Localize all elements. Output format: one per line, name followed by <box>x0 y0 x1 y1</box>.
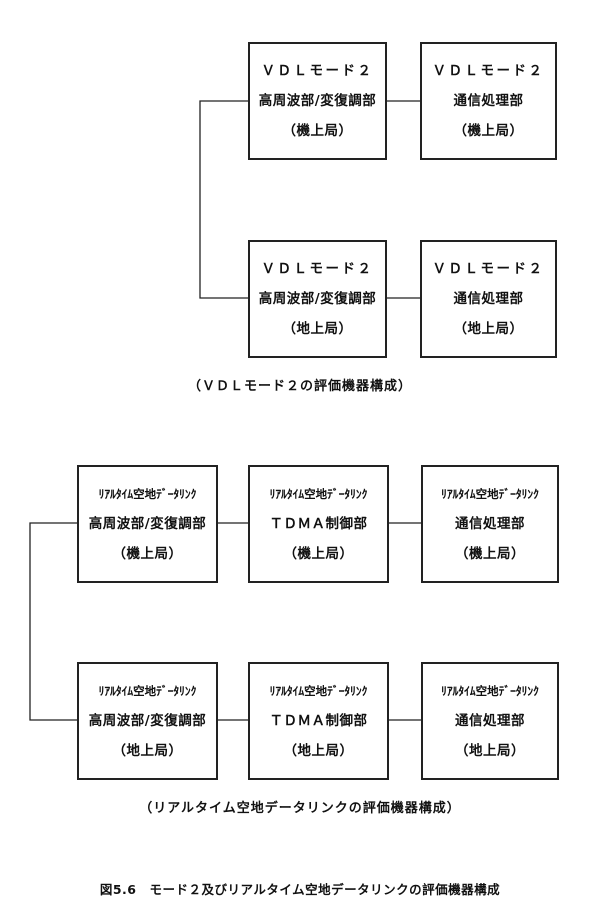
vdl-airborne-rf-box: ＶＤＬモード２ 高周波部/変復調部 （機上局） <box>248 42 387 160</box>
box-unit: 高周波部/変復調部 <box>258 291 377 307</box>
box-title: ﾘｱﾙﾀｲﾑ空地ﾃﾞｰﾀﾘﾝｸ <box>98 684 197 698</box>
link-lower-air-ground <box>29 522 77 721</box>
box-station: （地上局） <box>455 743 525 759</box>
box-unit: 高周波部/変復調部 <box>88 516 207 532</box>
box-unit: 高周波部/変復調部 <box>258 93 377 109</box>
box-station: （地上局） <box>453 321 524 337</box>
box-station: （地上局） <box>112 743 183 759</box>
box-station: （機上局） <box>282 123 353 139</box>
rt-ground-comm-box: ﾘｱﾙﾀｲﾑ空地ﾃﾞｰﾀﾘﾝｸ 通信処理部 （地上局） <box>421 662 559 780</box>
rt-ground-rf-box: ﾘｱﾙﾀｲﾑ空地ﾃﾞｰﾀﾘﾝｸ 高周波部/変復調部 （地上局） <box>77 662 218 780</box>
box-station: （機上局） <box>453 123 524 139</box>
rt-airborne-comm-box: ﾘｱﾙﾀｲﾑ空地ﾃﾞｰﾀﾘﾝｸ 通信処理部 （機上局） <box>421 465 559 583</box>
box-station: （機上局） <box>112 546 183 562</box>
rt-airborne-rf-box: ﾘｱﾙﾀｲﾑ空地ﾃﾞｰﾀﾘﾝｸ 高周波部/変復調部 （機上局） <box>77 465 218 583</box>
box-title: ﾘｱﾙﾀｲﾑ空地ﾃﾞｰﾀﾘﾝｸ <box>441 487 539 501</box>
box-unit: 通信処理部 <box>453 291 524 307</box>
vdl-ground-comm-box: ＶＤＬモード２ 通信処理部 （地上局） <box>420 240 557 358</box>
box-title: ﾘｱﾙﾀｲﾑ空地ﾃﾞｰﾀﾘﾝｸ <box>98 487 197 501</box>
box-unit: 通信処理部 <box>453 93 524 109</box>
box-title: ﾘｱﾙﾀｲﾑ空地ﾃﾞｰﾀﾘﾝｸ <box>441 684 539 698</box>
vdl-ground-rf-box: ＶＤＬモード２ 高周波部/変復調部 （地上局） <box>248 240 387 358</box>
box-unit: ＴＤＭＡ制御部 <box>269 516 368 532</box>
vdl-airborne-comm-box: ＶＤＬモード２ 通信処理部 （機上局） <box>420 42 557 160</box>
box-unit: 高周波部/変復調部 <box>88 713 207 729</box>
rt-ground-tdma-box: ﾘｱﾙﾀｲﾑ空地ﾃﾞｰﾀﾘﾝｸ ＴＤＭＡ制御部 （地上局） <box>248 662 389 780</box>
box-station: （地上局） <box>282 321 353 337</box>
box-station: （機上局） <box>455 546 525 562</box>
box-title: ＶＤＬモード２ <box>261 261 374 277</box>
box-station: （地上局） <box>283 743 354 759</box>
box-title: ＶＤＬモード２ <box>261 63 374 79</box>
box-unit: ＴＤＭＡ制御部 <box>269 713 368 729</box>
box-station: （機上局） <box>283 546 354 562</box>
figure-caption: 図5.6 モード２及びリアルタイム空地データリンクの評価機器構成 <box>99 882 501 897</box>
rt-airborne-tdma-box: ﾘｱﾙﾀｲﾑ空地ﾃﾞｰﾀﾘﾝｸ ＴＤＭＡ制御部 （機上局） <box>248 465 389 583</box>
box-title: ﾘｱﾙﾀｲﾑ空地ﾃﾞｰﾀﾘﾝｸ <box>269 487 368 501</box>
box-title: ＶＤＬモード２ <box>432 261 545 277</box>
box-unit: 通信処理部 <box>455 516 525 532</box>
link-upper-air-ground <box>199 100 248 299</box>
box-title: ﾘｱﾙﾀｲﾑ空地ﾃﾞｰﾀﾘﾝｸ <box>269 684 368 698</box>
lower-diagram-caption: （リアルタイム空地データリンクの評価機器構成） <box>139 801 461 816</box>
box-title: ＶＤＬモード２ <box>432 63 545 79</box>
box-unit: 通信処理部 <box>455 713 525 729</box>
upper-diagram-caption: （ＶＤＬモード２の評価機器構成） <box>187 379 412 394</box>
